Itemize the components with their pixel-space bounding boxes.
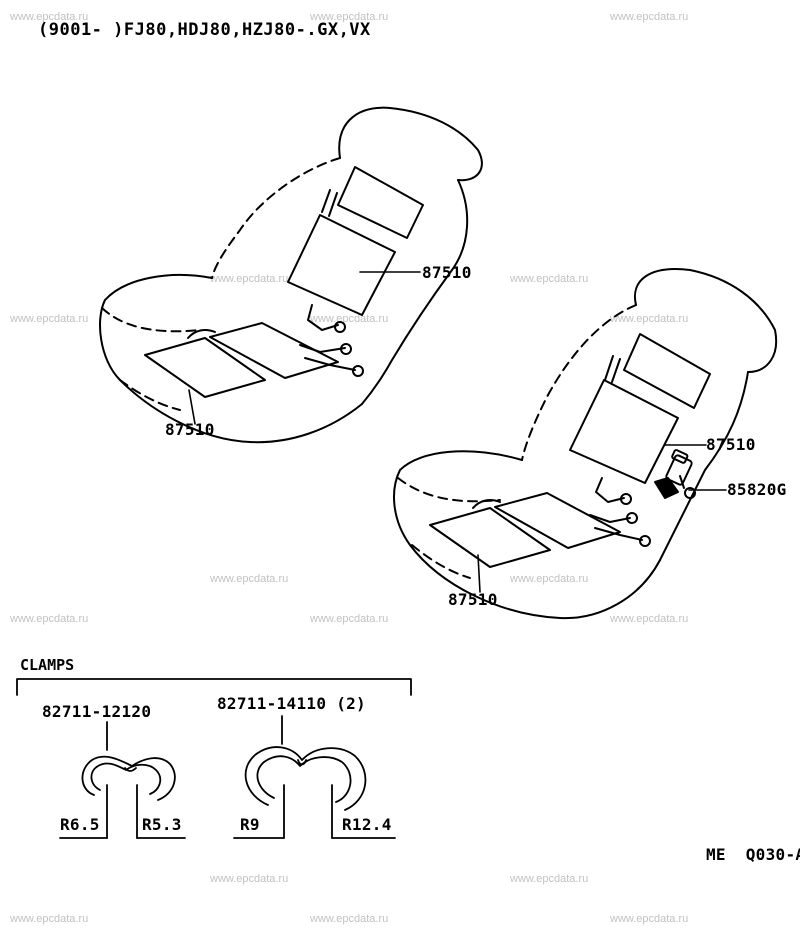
- seat-2-back-heater: [569, 333, 711, 484]
- watermark: www.epcdata.ru: [610, 313, 689, 325]
- clamp-small: [59, 755, 186, 839]
- callout-seat-heater-switch: 85820G: [727, 480, 787, 499]
- watermark: www.epcdata.ru: [10, 913, 89, 925]
- clamps-bracket: [16, 678, 412, 751]
- clamps-title: CLAMPS: [20, 656, 75, 674]
- clamp-small-outer-radius: R5.3: [142, 815, 182, 834]
- seat-2-cushion-heater: [429, 492, 621, 568]
- callout-seat-1-back: 87510: [422, 263, 472, 282]
- seat-1-harness: [299, 304, 364, 377]
- clamp-large: [233, 746, 396, 839]
- watermark: www.epcdata.ru: [210, 273, 289, 285]
- clamp-large-inner-radius: R9: [240, 815, 260, 834]
- watermark: www.epcdata.ru: [310, 11, 389, 23]
- seat-2-outline: [393, 268, 778, 620]
- clamp-large-part-number: 82711-14110 (2): [217, 694, 366, 713]
- seat-1-back-heater: [287, 166, 424, 316]
- watermark: www.epcdata.ru: [10, 11, 89, 23]
- watermark: www.epcdata.ru: [310, 313, 389, 325]
- diagram-code: ME Q030-A: [706, 845, 800, 864]
- watermark: www.epcdata.ru: [10, 313, 89, 325]
- seat-1-cushion-heater: [144, 322, 339, 398]
- watermark: www.epcdata.ru: [510, 273, 589, 285]
- seat-1-outline: [99, 106, 483, 444]
- seat-heater-switch: [654, 449, 696, 499]
- watermark: www.epcdata.ru: [210, 873, 289, 885]
- watermark: www.epcdata.ru: [610, 613, 689, 625]
- watermark: www.epcdata.ru: [210, 573, 289, 585]
- watermark: www.epcdata.ru: [510, 873, 589, 885]
- watermark: www.epcdata.ru: [10, 613, 89, 625]
- callout-seat-1-cushion: 87510: [165, 420, 215, 439]
- watermark: www.epcdata.ru: [510, 573, 589, 585]
- callout-seat-2-back: 87510: [706, 435, 756, 454]
- clamp-large-outer-radius: R12.4: [342, 815, 392, 834]
- callout-seat-2-cushion: 87510: [448, 590, 498, 609]
- clamp-small-part-number: 82711-12120: [42, 702, 152, 721]
- watermark: www.epcdata.ru: [610, 11, 689, 23]
- watermark: www.epcdata.ru: [310, 613, 389, 625]
- page-title: (9001- )FJ80,HDJ80,HZJ80-.GX,VX: [38, 20, 371, 40]
- watermark: www.epcdata.ru: [310, 913, 389, 925]
- leader-lines: [188, 271, 727, 593]
- seat-2-harness: [589, 477, 651, 547]
- watermark: www.epcdata.ru: [610, 913, 689, 925]
- clamp-small-inner-radius: R6.5: [60, 815, 100, 834]
